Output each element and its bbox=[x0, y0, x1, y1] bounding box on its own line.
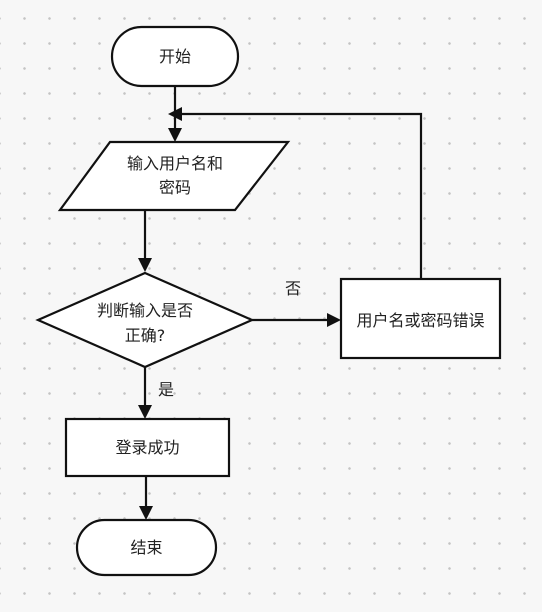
decision-node[interactable]: 判断输入是否 正确? bbox=[35, 271, 255, 369]
success-node[interactable]: 登录成功 bbox=[64, 417, 231, 478]
input-node-label-line1: 输入用户名和 bbox=[127, 154, 223, 173]
edge-decision-to-error: 否 bbox=[252, 279, 341, 327]
edge-success-to-end bbox=[139, 476, 153, 520]
decision-node-label-line1: 判断输入是否 bbox=[97, 301, 193, 320]
arrowhead-icon bbox=[138, 405, 152, 419]
start-node[interactable]: 开始 bbox=[110, 25, 240, 88]
input-node-label-line2: 密码 bbox=[159, 178, 191, 197]
edge-yes-label: 是 bbox=[158, 380, 174, 399]
arrowhead-icon bbox=[168, 107, 182, 121]
start-node-label: 开始 bbox=[159, 47, 191, 66]
success-node-label: 登录成功 bbox=[115, 438, 179, 457]
edge-no-label: 否 bbox=[285, 279, 301, 298]
error-node[interactable]: 用户名或密码错误 bbox=[339, 277, 502, 360]
arrowhead-icon bbox=[138, 258, 152, 272]
edge-decision-to-success: 是 bbox=[138, 367, 174, 419]
end-node[interactable]: 结束 bbox=[75, 518, 218, 577]
edge-start-to-input bbox=[168, 86, 182, 142]
arrowhead-icon bbox=[139, 506, 153, 520]
arrowhead-icon bbox=[327, 313, 341, 327]
error-node-label: 用户名或密码错误 bbox=[356, 311, 484, 330]
end-node-label: 结束 bbox=[130, 538, 162, 557]
decision-node-label-line2: 正确? bbox=[125, 326, 166, 345]
arrowhead-icon bbox=[168, 128, 182, 142]
input-node[interactable]: 输入用户名和 密码 bbox=[57, 140, 291, 212]
edge-input-to-decision bbox=[138, 210, 152, 272]
edge-error-loop-back bbox=[168, 107, 423, 279]
